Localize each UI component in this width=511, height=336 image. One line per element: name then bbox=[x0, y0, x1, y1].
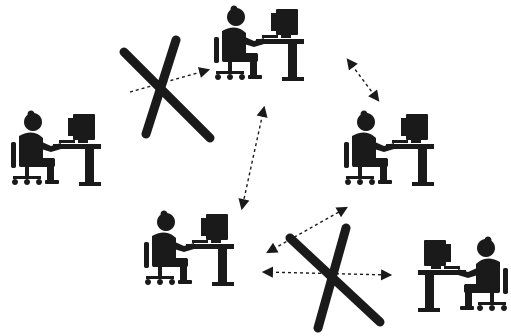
connection-top-to-center-bottom bbox=[242, 108, 264, 208]
worker-right bbox=[344, 111, 434, 187]
connection-top-to-right bbox=[348, 60, 378, 100]
worker-center-bottom bbox=[144, 211, 234, 287]
connection-center-to-bottom-right-diagonal bbox=[268, 208, 346, 252]
blocked-connection-cross-top-left bbox=[124, 40, 210, 138]
worker-bottom-right bbox=[418, 237, 508, 313]
worker-top bbox=[214, 6, 304, 82]
worker-left bbox=[11, 111, 101, 187]
blocked-connection-cross-bottom-right bbox=[290, 228, 380, 328]
